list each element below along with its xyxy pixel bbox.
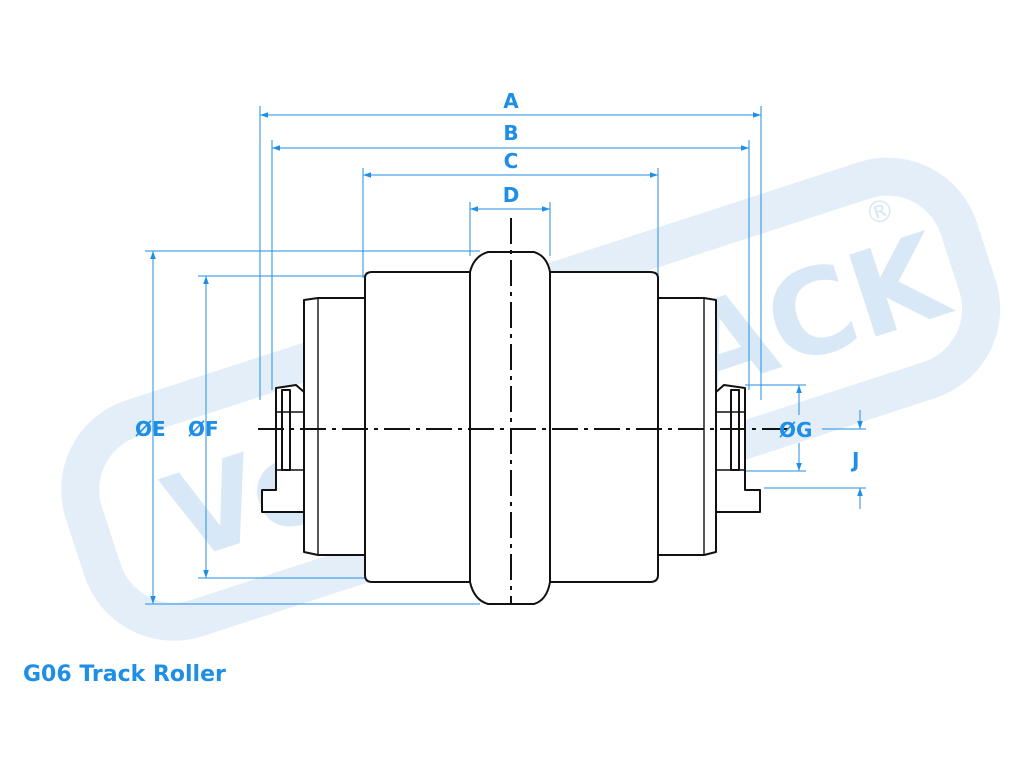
right-cap-detail — [716, 411, 745, 471]
dimension-label-j: J — [850, 448, 859, 472]
product-caption: G06 Track Roller — [23, 662, 226, 687]
dimension-label-d: D — [503, 183, 520, 207]
left-cap-detail — [276, 411, 304, 471]
dimension-label-c: C — [504, 149, 519, 173]
dimension-lines — [150, 112, 866, 604]
right-tread — [549, 271, 659, 583]
dimension-label-a: A — [503, 89, 519, 113]
center-lines — [258, 218, 790, 604]
dimension-label-f: ØF — [188, 417, 219, 441]
right-shoulder — [657, 297, 717, 556]
dimension-label-e: ØE — [135, 417, 166, 441]
dimension-labels: A B C D ØE ØF ØG J — [135, 89, 859, 472]
left-tread — [364, 271, 471, 583]
track-roller-outline — [261, 251, 761, 605]
dimension-label-b: B — [503, 121, 518, 145]
left-shoulder — [303, 297, 366, 556]
dimension-label-g: ØG — [779, 418, 812, 442]
